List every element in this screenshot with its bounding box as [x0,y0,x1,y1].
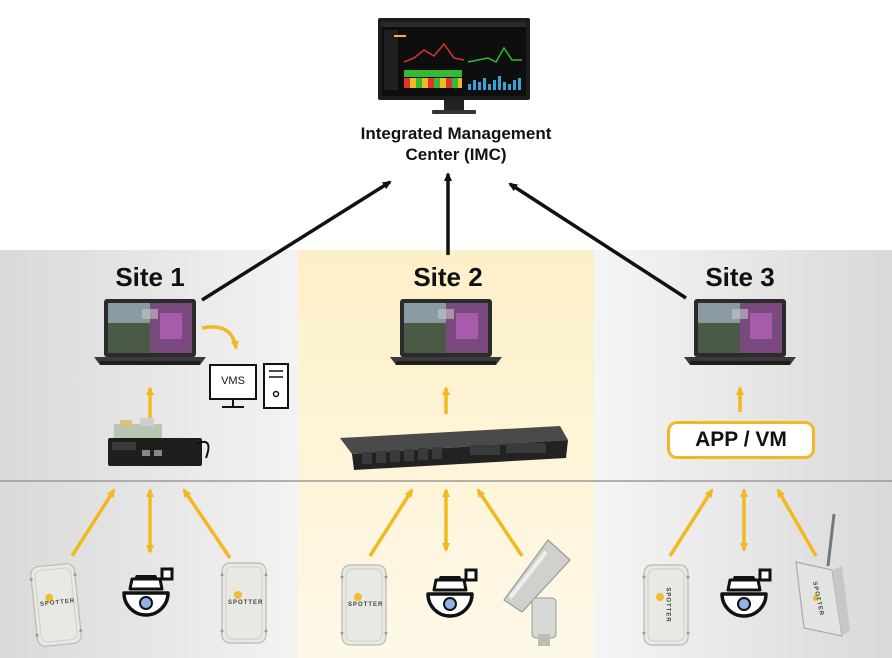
site1-to-imc-arrow [201,180,392,302]
sensor-arrows [70,488,818,559]
laptop-to-vms-arrow [201,325,239,350]
rack-server-icon [340,426,568,470]
app-vm-box: APP / VM [667,421,815,459]
site2-laptop-icon [390,299,502,365]
radar-brand-label: SPOTTER [664,587,671,623]
imc-label: Integrated Management Center (IMC) [300,123,612,165]
vms-workstation-icon [209,363,289,409]
edge-processor-icon [108,418,210,466]
imc-monitor-icon [378,18,530,114]
imc-label-line2: Center (IMC) [405,145,507,164]
site2-title: Site 2 [413,262,483,292]
vms-label: VMS [221,375,245,387]
imc-label-line1: Integrated Management [360,124,552,143]
site1-laptop-icon [94,299,206,365]
radar-brand-label: SPOTTER [348,602,384,608]
radar-brand-label: SPOTTER [228,600,264,606]
thermal-camera-icon [503,539,571,646]
node-sensor-icon [795,513,850,637]
site3-to-imc-arrow [508,182,687,300]
site1-title: Site 1 [115,262,185,292]
site3-title: Site 3 [705,262,775,292]
site3-laptop-icon [684,299,796,365]
